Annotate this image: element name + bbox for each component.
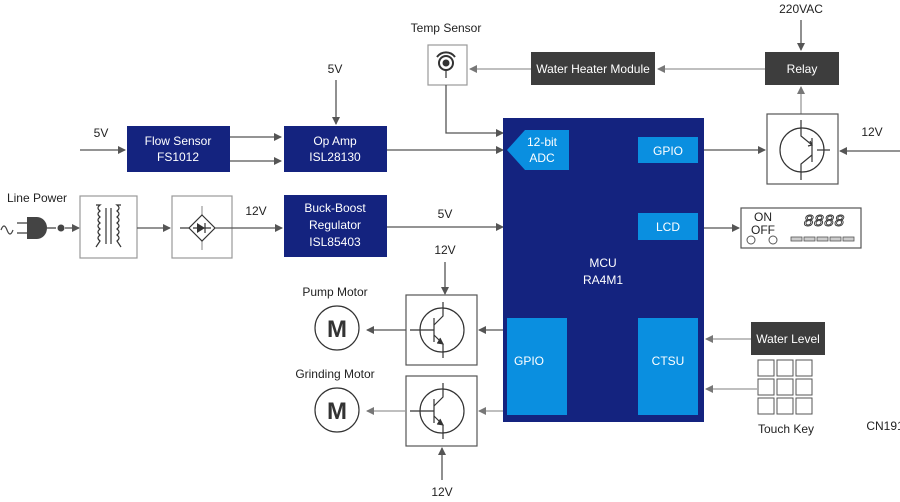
- water-heater-module: Water Heater Module: [531, 52, 655, 85]
- gpio-bottom-label: GPIO: [514, 354, 544, 368]
- adc-label-1: 12-bit: [527, 135, 558, 149]
- ac-input-label: 220VAC: [779, 2, 823, 16]
- pump-12v-label: 12V: [434, 243, 455, 257]
- buck-boost-part: ISL85403: [309, 235, 361, 249]
- pump-motor-label: Pump Motor: [302, 285, 367, 299]
- ctsu-block: [638, 318, 698, 415]
- npn-transistor-icon: [410, 383, 465, 439]
- temp-sensor-icon: [427, 44, 468, 86]
- lcd-on-label: ON: [754, 210, 772, 224]
- gpio-top-block: [638, 137, 698, 163]
- flow-sensor-name: Flow Sensor: [145, 134, 212, 148]
- relay-12v-label: 12V: [861, 125, 882, 139]
- grinding-driver-transistor: [405, 375, 478, 447]
- water-level-label: Water Level: [756, 332, 820, 346]
- motor-icon: M: [314, 305, 360, 351]
- buck-boost-name: Buck-Boost: [304, 201, 366, 215]
- buck-boost-block: Buck-Boost Regulator ISL85403: [284, 195, 387, 257]
- opamp-block: Op Amp ISL28130: [284, 126, 387, 172]
- flow-sensor-block: Flow Sensor FS1012: [127, 126, 230, 172]
- opamp-part: ISL28130: [309, 150, 361, 164]
- grinding-motor-label: Grinding Motor: [295, 367, 374, 381]
- water-level-block: Water Level: [751, 322, 825, 355]
- npn-transistor-icon: [410, 302, 465, 358]
- temp-to-adc-wire: [445, 85, 504, 137]
- lcd-digits: 8888: [804, 213, 845, 232]
- adc-block: [507, 130, 569, 170]
- rectifier-icon: [171, 195, 233, 259]
- mcu-part: RA4M1: [583, 273, 623, 287]
- grind-12v-label: 12V: [431, 485, 452, 499]
- mcu-title: MCU: [589, 256, 616, 270]
- gpio-top-label: GPIO: [653, 144, 683, 158]
- line-power-label: Line Power: [7, 191, 67, 205]
- rect-12v-label: 12V: [245, 204, 266, 218]
- opamp-name: Op Amp: [313, 134, 357, 148]
- opamp-5v-label: 5V: [328, 62, 343, 76]
- pump-motor-glyph: M: [327, 316, 347, 343]
- water-heater-label: Water Heater Module: [536, 62, 650, 76]
- lcd-label: LCD: [656, 220, 680, 234]
- pump-driver-transistor: [405, 294, 478, 366]
- ac-plug-icon: [0, 217, 65, 239]
- flow-5v-label: 5V: [94, 126, 109, 140]
- touch-key-label: Touch Key: [758, 422, 814, 436]
- adc-label-2: ADC: [529, 151, 555, 165]
- grinding-motor-glyph: M: [327, 398, 347, 425]
- gpio-bottom-block: [507, 318, 567, 415]
- npn-transistor-icon: [779, 120, 830, 180]
- temp-sensor-label: Temp Sensor: [411, 21, 482, 35]
- lcd-block: [638, 213, 698, 240]
- touch-keypad-icon: [757, 359, 813, 415]
- buck-boost-type: Regulator: [309, 218, 361, 232]
- relay-label: Relay: [787, 62, 818, 76]
- transformer-icon: [79, 195, 138, 259]
- figure-id: CN191: [866, 419, 900, 433]
- lcd-off-label: OFF: [751, 223, 775, 237]
- ctsu-label: CTSU: [652, 354, 685, 368]
- buck-5v-label: 5V: [438, 207, 453, 221]
- lcd-display-icon: ON OFF 8888: [740, 207, 862, 249]
- relay-driver-transistor: [766, 113, 839, 185]
- flow-sensor-part: FS1012: [157, 150, 199, 164]
- relay-block: Relay: [765, 52, 839, 85]
- motor-icon: M: [314, 387, 360, 433]
- mcu-block: 12-bit ADC GPIO LCD MCU RA4M1 GPIO CTSU: [503, 118, 704, 422]
